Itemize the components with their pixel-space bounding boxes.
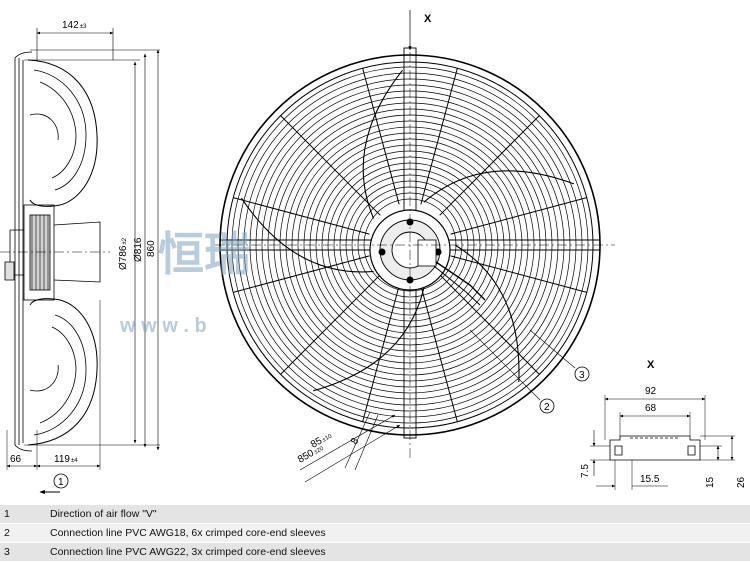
blade-edge xyxy=(313,287,425,392)
guard-spoke xyxy=(362,285,400,422)
guard-spoke xyxy=(233,255,370,293)
legend-text: Direction of air flow "V" xyxy=(46,505,750,524)
legend-row: 2 Connection line PVC AWG18, 6x crimped … xyxy=(0,523,750,543)
guard-spokes xyxy=(233,68,587,422)
guard-spoke xyxy=(439,274,540,375)
blade-edge xyxy=(240,197,374,273)
side-view-labels: 142±3 66 119±4 Ø786±2 Ø816 860 1 xyxy=(10,20,157,488)
guard-spoke xyxy=(280,115,381,216)
watermark-url: w w w . b xyxy=(119,315,207,337)
legend-number: 1 xyxy=(0,505,46,524)
dim-hub: 119±4 xyxy=(54,454,78,465)
callout-line-awg18: 2 xyxy=(544,402,550,413)
callout-line-awg22: 3 xyxy=(579,370,585,381)
blade-edge xyxy=(362,69,404,219)
watermark-chars: 恒瑞 xyxy=(158,228,250,280)
callout-airflow: 1 xyxy=(58,477,64,488)
legend-row: 1 Direction of air flow "V" xyxy=(0,505,750,524)
dim-flange: 66 xyxy=(10,454,22,465)
guard-spoke xyxy=(420,68,458,205)
guard-spoke xyxy=(233,197,370,235)
dim-detail-h1: 15 xyxy=(705,476,716,488)
dim-detail-inner: 68 xyxy=(645,403,657,414)
guard-spoke xyxy=(439,115,540,216)
guard-spoke xyxy=(450,197,587,235)
front-view xyxy=(215,10,615,483)
legend-text: Connection line PVC AWG22, 3x crimped co… xyxy=(46,542,750,562)
dim-detail-base: 15.5 xyxy=(640,474,660,485)
detail-x-label: X xyxy=(647,359,655,371)
side-view xyxy=(0,28,160,495)
legend-text: Connection line PVC AWG18, 6x crimped co… xyxy=(46,523,750,543)
dim-detail-h2: 26 xyxy=(736,476,747,488)
guard-spoke xyxy=(362,68,400,205)
dim-slot: 85±10 xyxy=(309,430,334,451)
blade-edge xyxy=(454,244,520,383)
blade-lines xyxy=(240,69,575,392)
dim-slot-width: 8 xyxy=(349,436,362,447)
legend-number: 2 xyxy=(0,523,46,543)
dim-height: 860 xyxy=(146,240,157,257)
axis-marker-x: X xyxy=(424,13,432,25)
legend-table: 1 Direction of air flow "V" 2 Connection… xyxy=(0,505,750,562)
blade-edge xyxy=(423,170,575,203)
detail-x-labels: X 92 68 15.5 7.5 15 26 xyxy=(580,359,747,488)
guard-spoke xyxy=(280,274,381,375)
detail-x xyxy=(590,395,735,490)
technical-drawing: 142±3 66 119±4 Ø786±2 Ø816 860 1 xyxy=(0,10,747,495)
dim-detail-height-left: 7.5 xyxy=(580,464,591,478)
guard-spoke xyxy=(450,255,587,293)
dim-diameter-inner: Ø786±2 xyxy=(118,237,129,270)
legend-row: 3 Connection line PVC AWG22, 3x crimped … xyxy=(0,542,750,562)
dim-diameter-outer: Ø816 xyxy=(133,237,144,262)
legend-number: 3 xyxy=(0,542,46,562)
guard-spoke xyxy=(420,285,458,422)
watermark: 恒瑞 w w w . b xyxy=(119,228,250,337)
dim-detail-width: 92 xyxy=(645,386,657,397)
dim-depth: 142±3 xyxy=(62,20,87,31)
